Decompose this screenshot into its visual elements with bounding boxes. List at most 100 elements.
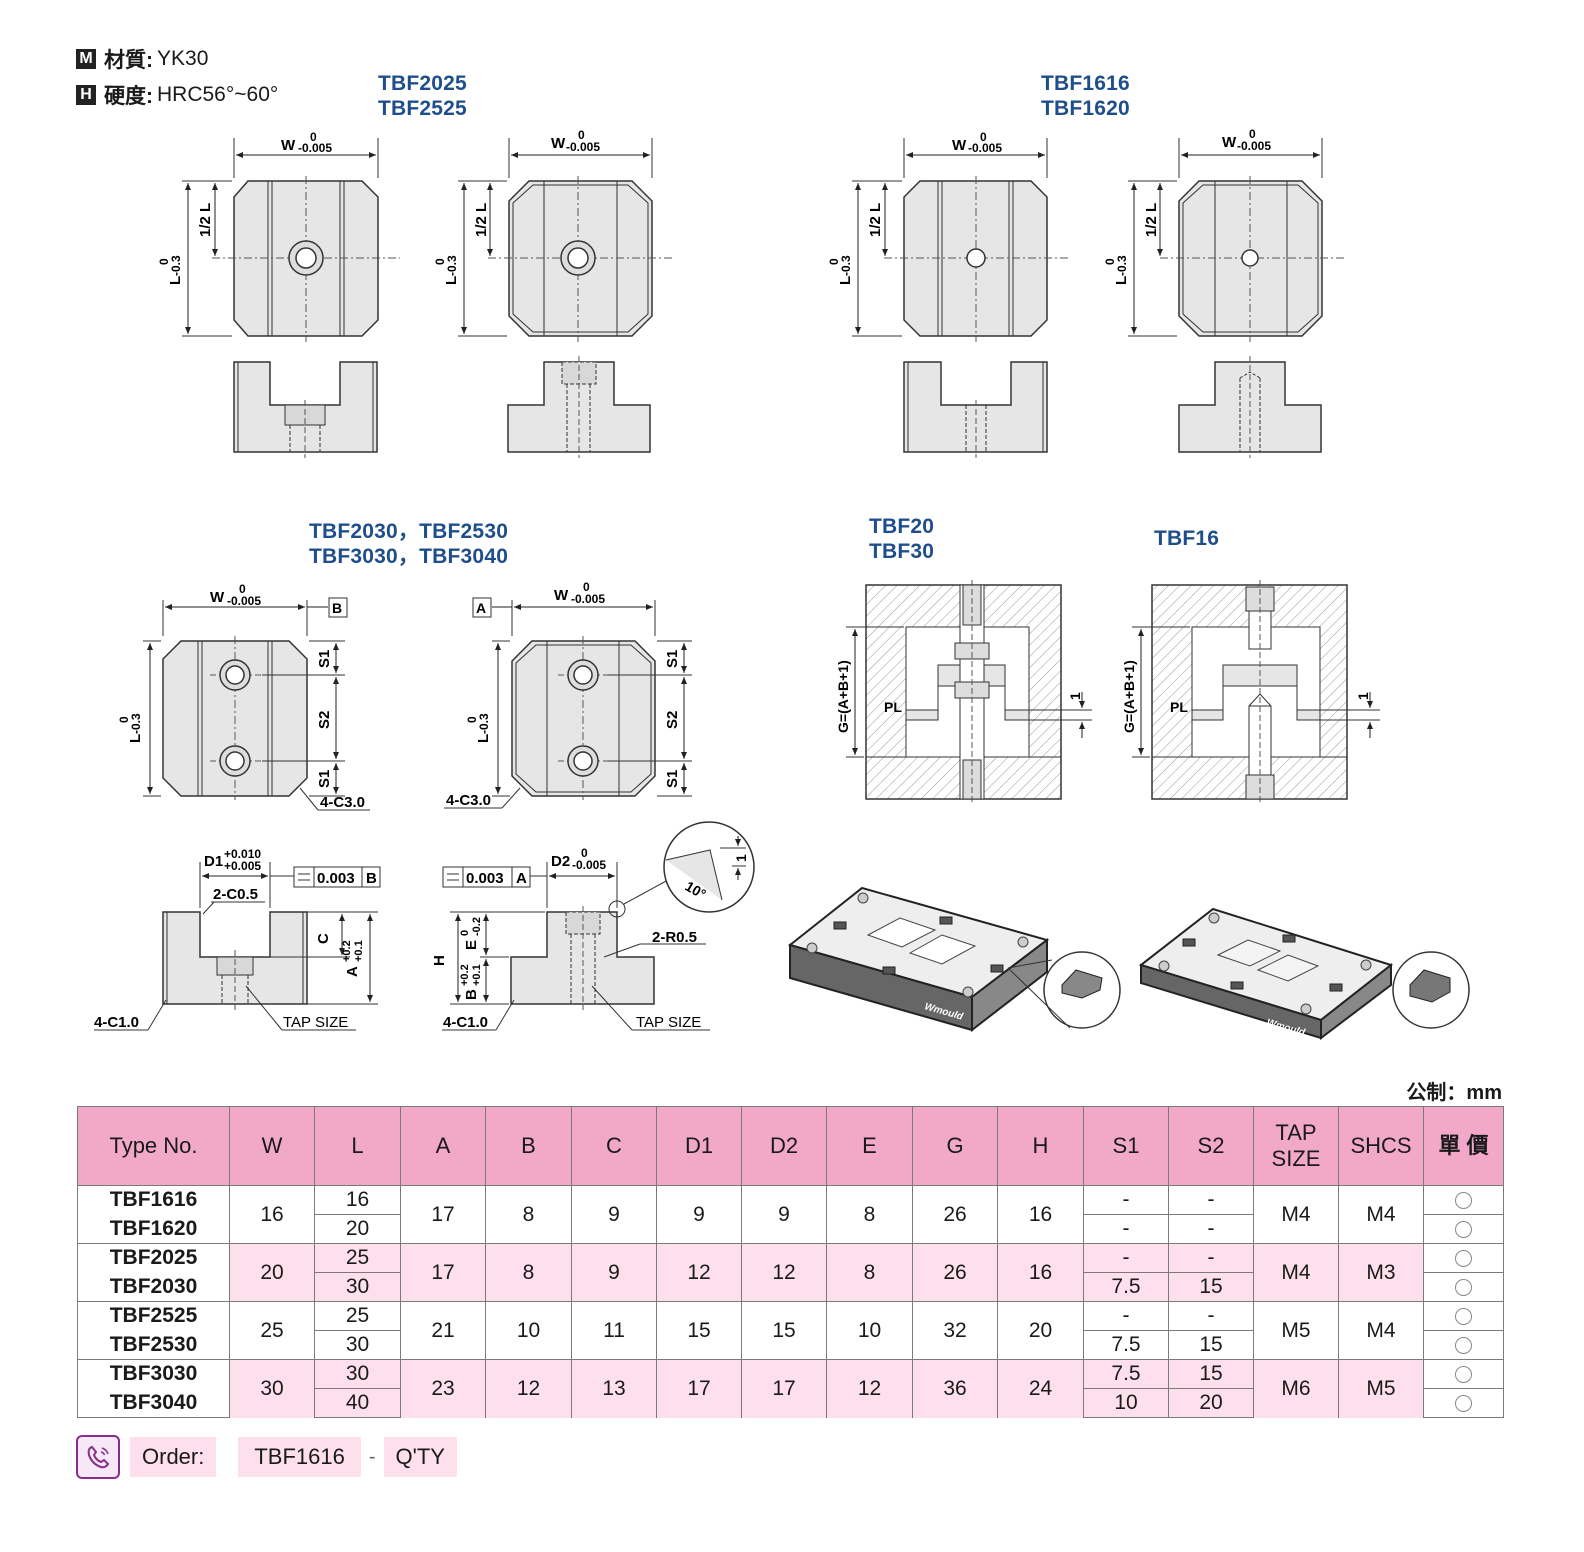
- model-name: TBF1616: [1041, 72, 1130, 95]
- material-value: YK30: [157, 47, 209, 70]
- type-cell: TBF2030: [77, 1272, 230, 1302]
- type-cell: TBF2530: [77, 1330, 230, 1360]
- price-cell[interactable]: [1423, 1272, 1504, 1302]
- plan-view-tbf2030: B W 0 -0.005 L 0 -0.3 S1 S2 S1 4-C3.0: [117, 582, 370, 811]
- dim-label: B: [463, 989, 480, 1000]
- dim-label: -0.3: [1115, 255, 1129, 276]
- dim-label: 4-C1.0: [94, 1014, 139, 1031]
- col-header: A: [400, 1106, 486, 1186]
- l-cell: 30: [314, 1359, 401, 1389]
- s1-cell: 7.5: [1083, 1330, 1169, 1360]
- dim-label: S2: [316, 711, 333, 729]
- a-cell: 17: [400, 1243, 486, 1302]
- col-header: B: [485, 1106, 572, 1186]
- price-cell[interactable]: [1423, 1330, 1504, 1360]
- price-circle-icon[interactable]: [1455, 1278, 1472, 1296]
- s1-cell: 7.5: [1083, 1272, 1169, 1302]
- side-view-tbf2025: [233, 361, 378, 458]
- b-cell: 8: [485, 1243, 572, 1302]
- dim-label: -0.005: [1237, 139, 1271, 153]
- col-header: C: [571, 1106, 657, 1186]
- col-header: Type No.: [77, 1106, 230, 1186]
- l-cell: 25: [314, 1301, 401, 1331]
- phone-icon: [76, 1435, 120, 1479]
- s1-cell: 10: [1083, 1388, 1169, 1418]
- price-cell[interactable]: [1423, 1388, 1504, 1418]
- d2-cell: 15: [741, 1301, 827, 1360]
- dim-label: S1: [316, 650, 333, 668]
- c-cell: 9: [571, 1243, 657, 1302]
- dim-label: H: [431, 955, 448, 966]
- s2-cell: 15: [1168, 1330, 1254, 1360]
- dim-label: W: [210, 589, 225, 606]
- w-cell: 20: [229, 1243, 315, 1302]
- dim-label: W: [551, 135, 566, 152]
- price-circle-icon[interactable]: [1455, 1336, 1472, 1354]
- s2-cell: -: [1168, 1185, 1254, 1215]
- dim-label: D2: [551, 853, 570, 870]
- e-cell: 12: [826, 1359, 913, 1418]
- shcs-cell: M4: [1338, 1301, 1424, 1360]
- c-cell: 11: [571, 1301, 657, 1360]
- d2-cell: 17: [741, 1359, 827, 1418]
- order-code: TBF1616: [238, 1437, 361, 1477]
- price-cell[interactable]: [1423, 1301, 1504, 1331]
- dim-label: +0.010: [224, 847, 261, 861]
- s1-cell: -: [1083, 1214, 1169, 1244]
- dim-label: 0: [433, 258, 447, 265]
- dim-label: W: [1222, 134, 1237, 151]
- plan-view-tbf2025: W 0 -0.005 L 0 -0.3 1/2 L: [157, 130, 400, 342]
- dim-label: W: [952, 137, 967, 154]
- dim-label: 1/2 L: [473, 203, 490, 237]
- price-circle-icon[interactable]: [1455, 1307, 1472, 1325]
- dim-label: 0: [459, 930, 471, 936]
- dim-label: -0.005: [298, 141, 332, 155]
- spec-table: Type No. W L A B C D1 D2 E G H S1 S2 TAP…: [77, 1106, 1504, 1418]
- dim-label: -0.005: [566, 140, 600, 154]
- l-cell: 25: [314, 1243, 401, 1273]
- dim-label: A: [344, 966, 361, 977]
- hardness-label: 硬度:: [104, 85, 153, 108]
- dim-label: -0.005: [572, 858, 606, 872]
- s2-cell: -: [1168, 1214, 1254, 1244]
- dim-label: 4-C3.0: [446, 792, 491, 809]
- model-name: TBF2025: [378, 72, 467, 95]
- price-circle-icon[interactable]: [1455, 1191, 1472, 1209]
- col-header: S1: [1083, 1106, 1169, 1186]
- price-circle-icon[interactable]: [1455, 1394, 1472, 1412]
- dim-label: S1: [664, 770, 681, 788]
- dim-label: E: [463, 940, 480, 950]
- price-cell[interactable]: [1423, 1359, 1504, 1389]
- section-view-tbf20: G=(A+B+1) PL 1: [835, 580, 1092, 804]
- w-cell: 25: [229, 1301, 315, 1360]
- dim-label: 0: [980, 130, 987, 144]
- model-name: TBF3030，TBF3040: [309, 545, 509, 568]
- dim-label: TAP SIZE: [636, 1014, 701, 1031]
- dim-label: G=(A+B+1): [835, 660, 851, 733]
- price-circle-icon[interactable]: [1455, 1249, 1472, 1267]
- dim-label: -0.3: [839, 255, 853, 276]
- price-circle-icon[interactable]: [1455, 1365, 1472, 1383]
- price-circle-icon[interactable]: [1455, 1220, 1472, 1238]
- dim-label: +0.2: [341, 940, 353, 962]
- dim-label: 2-R0.5: [652, 929, 697, 946]
- dim-label: 4-C3.0: [320, 794, 365, 811]
- price-cell[interactable]: [1423, 1185, 1504, 1215]
- col-header: D2: [741, 1106, 827, 1186]
- price-cell[interactable]: [1423, 1214, 1504, 1244]
- mold-plate-illustration-1: Wmould: [787, 886, 1121, 1033]
- e-cell: 8: [826, 1243, 913, 1302]
- price-cell[interactable]: [1423, 1243, 1504, 1273]
- l-cell: 40: [314, 1388, 401, 1418]
- s1-cell: -: [1083, 1301, 1169, 1331]
- plan-view-tbf1616: W 0 -0.005 L 0 -0.3 1/2 L: [827, 130, 1068, 342]
- col-header: S2: [1168, 1106, 1254, 1186]
- dim-label: L: [443, 276, 460, 285]
- col-header: L: [314, 1106, 401, 1186]
- col-header: D1: [656, 1106, 742, 1186]
- a-cell: 21: [400, 1301, 486, 1360]
- material-label: 材質:: [104, 49, 153, 72]
